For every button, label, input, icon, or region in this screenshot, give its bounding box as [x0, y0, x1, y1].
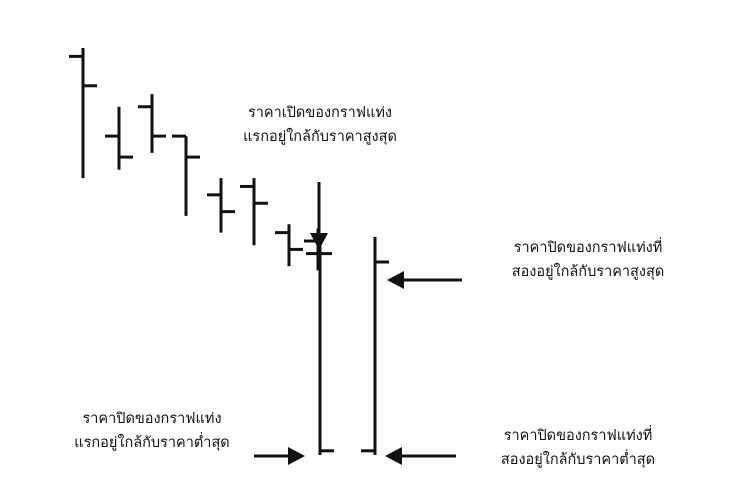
ohlc-bar-1 — [69, 48, 97, 179]
label-second-close-near-high: ราคาปิดของกราฟแท่งที่ สองอยู่ใกล้กับราคา… — [478, 236, 698, 284]
label-first-close-near-low: ราคาปิดของกราฟแท่ง แรกอยู่ใกล้กับราคาต่ำ… — [52, 407, 252, 455]
ohlc-bar-7 — [275, 224, 303, 267]
label-line: ราคาเปิดของกราฟแท่ง — [247, 105, 392, 121]
ohlc-bar-2 — [105, 106, 133, 170]
label-line: สองอยู่ใกล้กับราคาต่ำสุด — [500, 452, 656, 468]
arrow-left-to-second-close-low — [385, 447, 456, 465]
ohlc-bar-3 — [138, 94, 166, 153]
ohlc-bar-5 — [207, 178, 235, 233]
ohlc-bar-4 — [172, 134, 200, 216]
label-line: แรกอยู่ใกล้กับราคาสูงสุด — [243, 129, 397, 145]
label-first-open-near-high: ราคาเปิดของกราฟแท่ง แรกอยู่ใกล้กับราคาสู… — [220, 101, 420, 149]
arrow-right-to-first-close-low — [254, 447, 305, 465]
arrow-down-to-first-open — [310, 182, 328, 250]
ohlc-bar-6 — [240, 178, 268, 246]
ohlc-bar-9 — [306, 245, 334, 455]
label-line: แรกอยู่ใกล้กับราคาต่ำสุด — [74, 435, 230, 451]
label-line: สองอยู่ใกล้กับราคาสูงสุด — [511, 264, 665, 280]
label-line: ราคาปิดของกราฟแท่งที่ — [513, 240, 663, 256]
label-line: ราคาปิดของกราฟแท่งที่ — [503, 428, 653, 444]
arrow-left-to-second-close-high — [387, 271, 462, 289]
label-line: ราคาปิดของกราฟแท่ง — [82, 411, 222, 427]
label-second-close-near-low: ราคาปิดของกราฟแท่งที่ สองอยู่ใกล้กับราคา… — [468, 424, 688, 472]
ohlc-bar-10 — [361, 236, 389, 455]
